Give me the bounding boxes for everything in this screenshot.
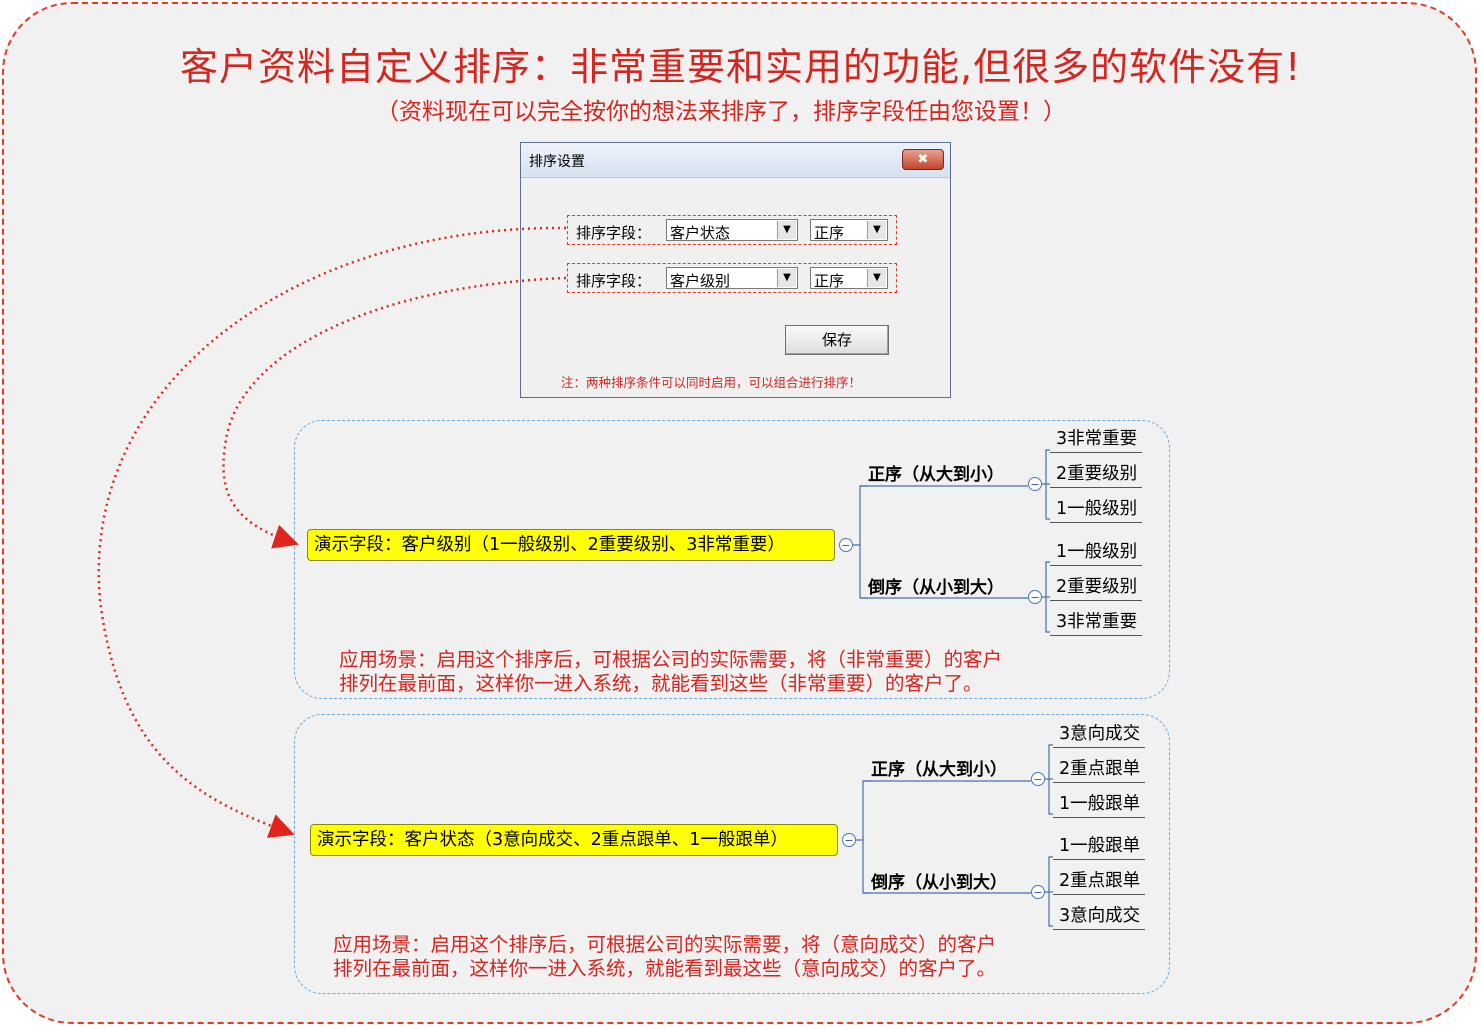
sort-field-value: 客户状态 (670, 224, 731, 242)
close-button[interactable]: ✖ (902, 149, 944, 170)
sort-row-2: 排序字段： 客户级别 ▼ 正序 ▼ (567, 263, 897, 293)
dialog-note: 注：两种排序条件可以同时启用，可以组合进行排序！ (561, 375, 862, 390)
leaf-item[interactable]: 2重点跟单 (1053, 867, 1145, 895)
leaf-item[interactable]: 2重点跟单 (1053, 755, 1145, 783)
collapse-icon[interactable]: − (1031, 772, 1045, 786)
sort-field-value: 客户级别 (670, 272, 731, 290)
usage-note-line: 排列在最前面，这样你一进入系统，就能看到这些（非常重要）的客户了。 (339, 672, 983, 695)
close-icon: ✖ (917, 152, 929, 167)
page-subtitle: （资料现在可以完全按你的想法来排序了，排序字段任由您设置！） (376, 99, 1066, 125)
usage-note-line: 应用场景：启用这个排序后，可根据公司的实际需要，将（意向成交）的客户 (333, 933, 997, 956)
branch-desc-level[interactable]: 倒序（从小到大） (868, 578, 1004, 598)
usage-note-line: 应用场景：启用这个排序后，可根据公司的实际需要，将（非常重要）的客户 (339, 648, 1003, 671)
save-button[interactable]: 保存 (785, 325, 889, 355)
sort-settings-dialog: 排序设置 ✖ 排序字段： 客户状态 ▼ 正序 ▼ 排序字段： 客户级别 ▼ 正序 (520, 142, 951, 398)
dialog-title: 排序设置 (529, 154, 585, 170)
collapse-icon[interactable]: − (839, 538, 853, 552)
leaf-item[interactable]: 3非常重要 (1050, 425, 1142, 453)
dialog-body: 排序字段： 客户状态 ▼ 正序 ▼ 排序字段： 客户级别 ▼ 正序 ▼ 保存 注… (521, 178, 950, 397)
sort-order-select-1[interactable]: 正序 ▼ (810, 219, 888, 242)
collapse-icon[interactable]: − (842, 833, 856, 847)
sort-row-1: 排序字段： 客户状态 ▼ 正序 ▼ (567, 215, 897, 245)
sort-order-value: 正序 (814, 224, 845, 242)
leaf-item[interactable]: 3非常重要 (1050, 608, 1142, 636)
leaf-item[interactable]: 2重要级别 (1050, 573, 1142, 601)
sort-order-value: 正序 (814, 272, 845, 290)
demo-panel-status (294, 714, 1170, 994)
sort-order-select-2[interactable]: 正序 ▼ (810, 267, 888, 290)
chevron-down-icon[interactable]: ▼ (867, 221, 886, 239)
collapse-icon[interactable]: − (1028, 477, 1042, 491)
leaf-item[interactable]: 1一般级别 (1050, 495, 1142, 523)
chevron-down-icon[interactable]: ▼ (777, 221, 796, 239)
leaf-item[interactable]: 2重要级别 (1050, 460, 1142, 488)
sort-field-label: 排序字段： (576, 224, 652, 242)
collapse-icon[interactable]: − (1028, 590, 1042, 604)
branch-desc-status[interactable]: 倒序（从小到大） (871, 873, 1007, 893)
leaf-item[interactable]: 3意向成交 (1053, 720, 1145, 748)
leaf-item[interactable]: 1一般级别 (1050, 538, 1142, 566)
leaf-item[interactable]: 1一般跟单 (1053, 832, 1145, 860)
root-node-status[interactable]: 演示字段：客户状态（3意向成交、2重点跟单、1一般跟单） (310, 824, 838, 856)
branch-asc-status[interactable]: 正序（从大到小） (871, 760, 1007, 780)
sort-field-select-1[interactable]: 客户状态 ▼ (666, 219, 798, 242)
chevron-down-icon[interactable]: ▼ (867, 269, 886, 287)
branch-asc-level[interactable]: 正序（从大到小） (868, 465, 1004, 485)
page-title: 客户资料自定义排序：非常重要和实用的功能,但很多的软件没有! (180, 45, 1302, 89)
root-node-level[interactable]: 演示字段：客户级别（1一般级别、2重要级别、3非常重要） (307, 529, 835, 561)
usage-note-line: 排列在最前面，这样你一进入系统，就能看到最这些（意向成交）的客户了。 (333, 957, 997, 980)
sort-field-label: 排序字段： (576, 272, 652, 290)
sort-field-select-2[interactable]: 客户级别 ▼ (666, 267, 798, 290)
collapse-icon[interactable]: − (1031, 885, 1045, 899)
dialog-titlebar[interactable]: 排序设置 ✖ (521, 143, 950, 178)
chevron-down-icon[interactable]: ▼ (777, 269, 796, 287)
leaf-item[interactable]: 1一般跟单 (1053, 790, 1145, 818)
leaf-item[interactable]: 3意向成交 (1053, 902, 1145, 930)
